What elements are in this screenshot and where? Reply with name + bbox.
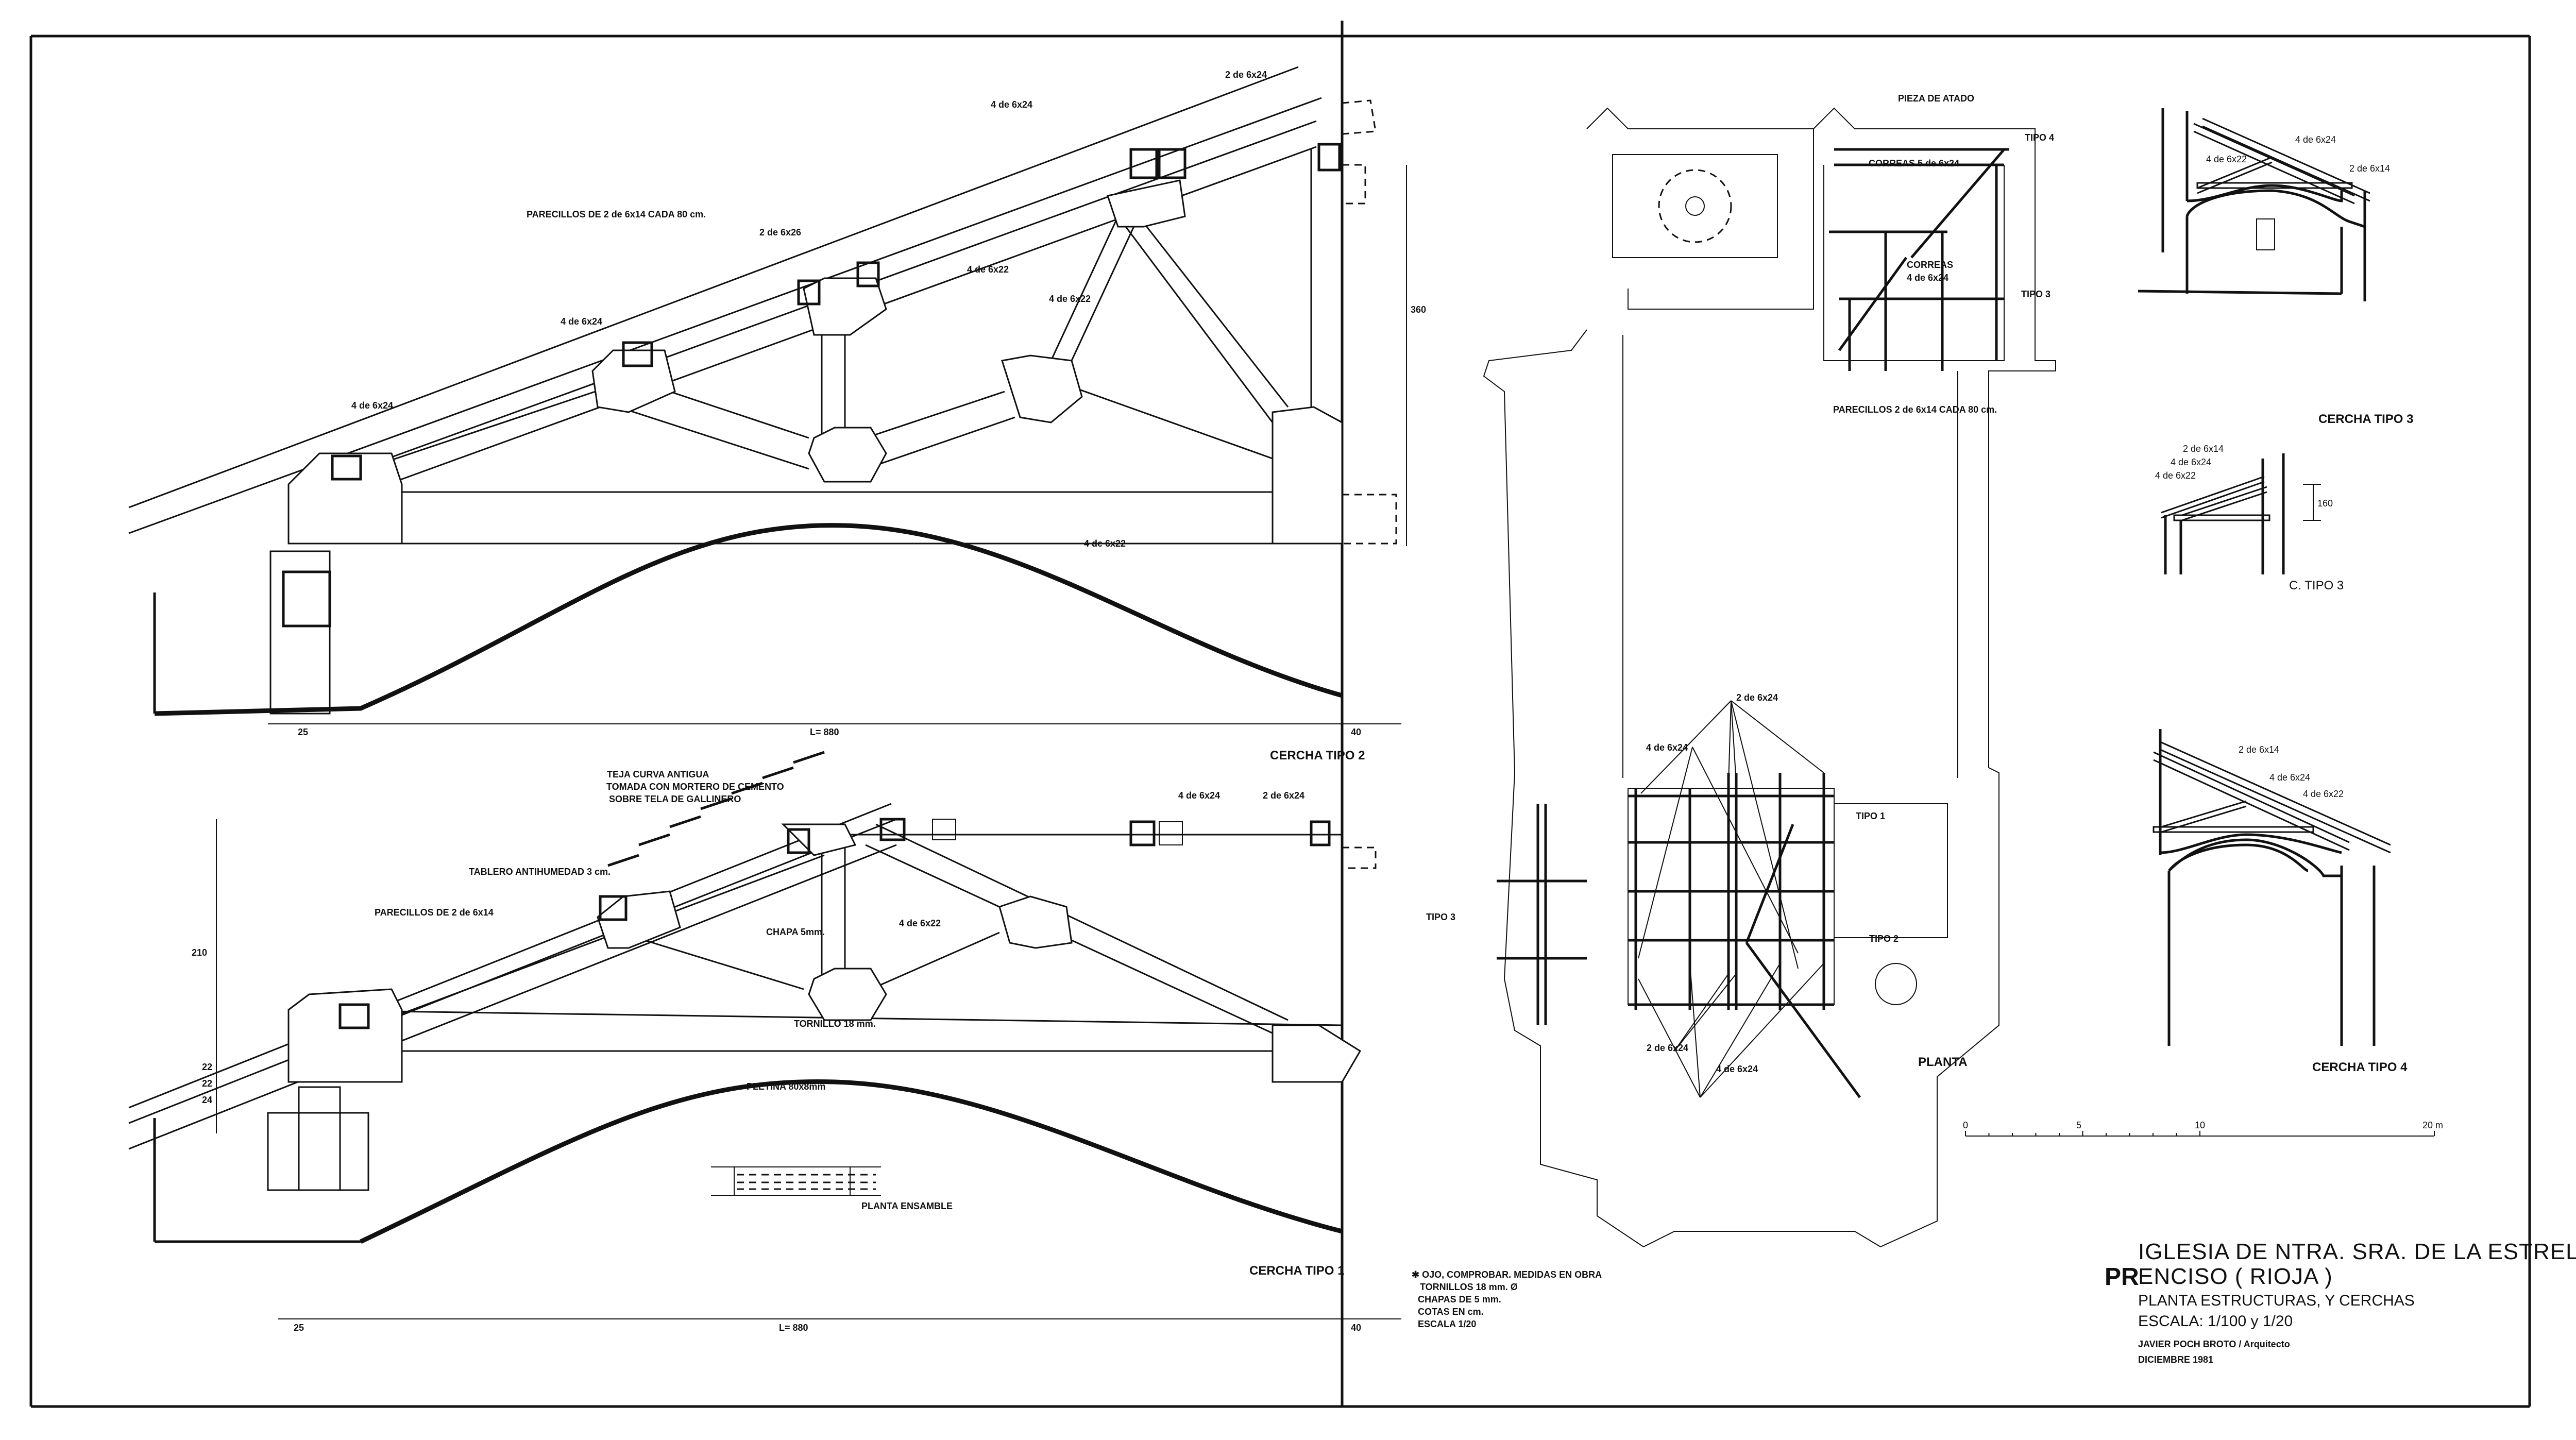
label-parecillos-planta: PARECILLOS 2 de 6x14 CADA 80 cm.	[1833, 404, 1997, 415]
label-planta-ensamble: PLANTA ENSAMBLE	[861, 1201, 953, 1211]
label-4x24-upper-t2: 4 de 6x24	[991, 99, 1033, 110]
label-tablero: TABLERO ANTIHUMEDAD 3 cm.	[469, 867, 611, 877]
dim-d3-t1: 24	[202, 1095, 213, 1105]
label-tipo1-planta: TIPO 1	[1856, 811, 1886, 821]
label-4x24-bottom-planta: 4 de 6x24	[1716, 1064, 1758, 1074]
planta-ensamble-drawing	[711, 1166, 881, 1196]
label-correas4b: 4 de 6x24	[1907, 273, 1949, 283]
scale-tick-0: 0	[1963, 1120, 1969, 1130]
notes-block: ✱ OJO, COMPROBAR. MEDIDAS EN OBRA TORNIL…	[1412, 1270, 1602, 1329]
dim-span-t2: L= 880	[810, 727, 839, 737]
label-tipo3-left-planta: TIPO 3	[1426, 912, 1456, 922]
note-line-3: CHAPAS DE 5 mm.	[1418, 1294, 1501, 1305]
scale-tick-20: 20 m	[2422, 1120, 2444, 1130]
label-tipo3-top: TIPO 3	[2021, 289, 2051, 299]
cercha-tipo-4-drawing	[2153, 729, 2391, 1046]
dim-right-t1: 40	[1351, 1323, 1362, 1333]
label-4x22-diag-t2: 4 de 6x22	[967, 264, 1009, 275]
label-4x22-tie-t2: 4 de 6x22	[1084, 538, 1126, 549]
title-block-date: DICIEMBRE 1981	[2138, 1354, 2214, 1365]
note-line-5: ESCALA 1/20	[1418, 1319, 1477, 1329]
label-ct3-c: 4 de 6x22	[2155, 470, 2196, 481]
scale-bar	[1965, 1131, 2435, 1137]
dim-height-t1: 210	[192, 947, 208, 958]
cercha-tipo-3-drawing	[2138, 108, 2370, 301]
note-line-1: ✱ OJO, COMPROBAR. MEDIDAS EN OBRA	[1412, 1269, 1602, 1280]
dim-left-t1: 25	[294, 1323, 304, 1333]
label-t3-c: 2 de 6x14	[2349, 163, 2391, 174]
label-4x24-lower-t2: 4 de 6x24	[351, 400, 394, 411]
label-tipo2-planta: TIPO 2	[1869, 934, 1899, 944]
label-chapa: CHAPA 5mm.	[766, 927, 825, 937]
label-tela: SOBRE TELA DE GALLINERO	[609, 794, 741, 804]
label-parecillos-t2: PARECILLOS DE 2 de 6x14 CADA 80 cm.	[527, 209, 706, 219]
note-line-2: TORNILLOS 18 mm. Ø	[1420, 1282, 1518, 1292]
label-2x24-t2: 2 de 6x24	[1225, 70, 1267, 80]
label-2x24-bottom-planta: 2 de 6x24	[1647, 1043, 1689, 1053]
label-t3-b: 4 de 6x22	[2206, 154, 2247, 164]
label-correas5: CORREAS 5 de 6x24	[1869, 158, 1960, 168]
label-pieza-atado: PIEZA DE ATADO	[1898, 93, 1974, 104]
label-2x24-top-planta: 2 de 6x24	[1736, 692, 1778, 703]
label-teja: TEJA CURVA ANTIGUA	[607, 769, 709, 780]
cercha-tipo-1-drawing	[128, 751, 1401, 1319]
scale-tick-5: 5	[2076, 1120, 2082, 1130]
cercha-tipo-2-drawing	[128, 66, 1407, 724]
title-block-subtitle: PLANTA ESTRUCTURAS, Y CERCHAS	[2138, 1292, 2415, 1309]
dim-left-t2: 25	[298, 727, 309, 737]
title-c-tipo-3: C. TIPO 3	[2289, 579, 2344, 592]
sheet-frame	[29, 21, 2531, 1408]
title-block-line1: IGLESIA DE NTRA. SRA. DE LA ESTRELLA	[2138, 1239, 2576, 1264]
title-block-prefix: PR	[2105, 1263, 2139, 1291]
dim-height-t2: 360	[1411, 304, 1427, 315]
title-block-line2: ENCISO ( RIOJA )	[2138, 1264, 2333, 1289]
dim-ct3: 160	[2317, 498, 2333, 509]
label-t3-a: 4 de 6x24	[2295, 134, 2336, 145]
leader-lines	[1638, 700, 1824, 1098]
title-block-scale: ESCALA: 1/100 y 1/20	[2138, 1313, 2293, 1330]
label-t4-b: 4 de 6x24	[2269, 772, 2311, 783]
roof-tiles	[607, 751, 825, 867]
dim-d1-t1: 22	[202, 1062, 213, 1072]
label-parecillos-t1: PARECILLOS DE 2 de 6x14	[375, 907, 494, 918]
title-cercha-tipo-2: CERCHA TIPO 2	[1270, 749, 1365, 763]
title-cercha-tipo-3: CERCHA TIPO 3	[2318, 412, 2414, 426]
label-4x24-left-planta: 4 de 6x24	[1646, 742, 1688, 753]
title-planta: PLANTA	[1918, 1055, 1968, 1069]
dim-right-t2: 40	[1351, 727, 1362, 737]
label-4x24-left-t2: 4 de 6x24	[561, 316, 603, 327]
label-correas4a: CORREAS	[1907, 260, 1954, 270]
title-block-author: JAVIER POCH BROTO / Arquitecto	[2138, 1339, 2290, 1349]
dim-span-t1: L= 880	[779, 1323, 808, 1333]
title-cercha-tipo-1: CERCHA TIPO 1	[1249, 1264, 1345, 1278]
label-mortero: TOMADA CON MORTERO DE CEMENTO	[606, 782, 784, 792]
label-2x26-t2: 2 de 6x26	[759, 227, 802, 238]
label-4x22-strut-t2: 4 de 6x22	[1049, 294, 1091, 304]
label-4x24-t1: 4 de 6x24	[1178, 790, 1221, 801]
label-tipo4: TIPO 4	[2025, 132, 2055, 143]
label-pletina: PLETINA 80x8mm	[747, 1081, 826, 1092]
c-tipo-3-drawing	[2161, 453, 2321, 574]
dim-d2-t1: 22	[202, 1078, 213, 1089]
label-4x22-t1: 4 de 6x22	[899, 918, 941, 928]
label-ct3-b: 4 de 6x24	[2171, 457, 2212, 467]
label-t4-c: 4 de 6x22	[2303, 789, 2344, 799]
label-tornillo: TORNILLO 18 mm.	[794, 1019, 876, 1029]
title-cercha-tipo-4: CERCHA TIPO 4	[2312, 1060, 2408, 1074]
label-2x24-t1: 2 de 6x24	[1263, 790, 1305, 801]
label-ct3-a: 2 de 6x14	[2183, 444, 2224, 454]
planta-drawing	[1483, 107, 2435, 1248]
note-line-4: COTAS EN cm.	[1418, 1307, 1484, 1317]
label-t4-a: 2 de 6x14	[2239, 744, 2280, 755]
scale-tick-10: 10	[2195, 1120, 2206, 1130]
